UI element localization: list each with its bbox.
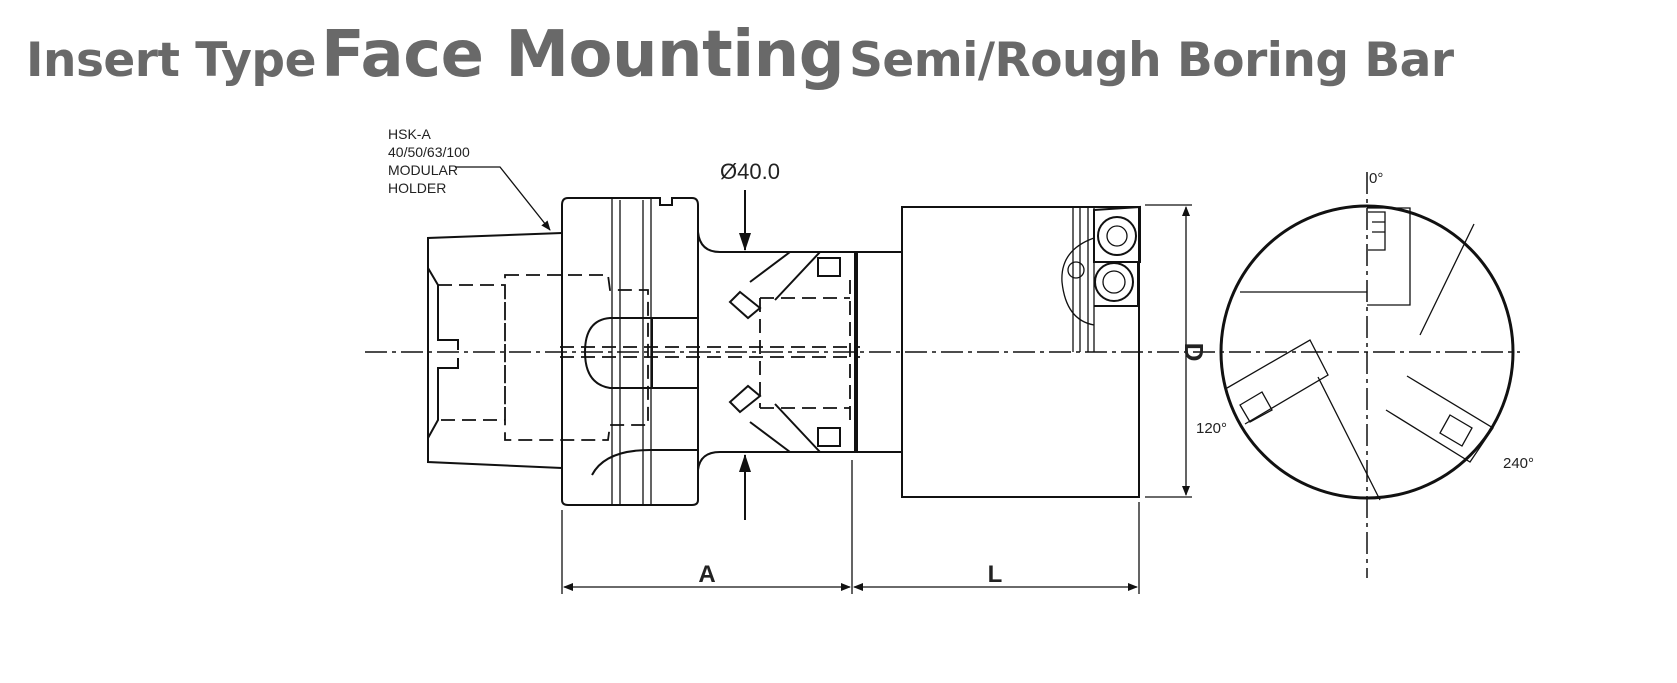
dim-d-label: D	[1179, 343, 1209, 362]
holder-note: HSK-A 40/50/63/100 MODULAR HOLDER	[388, 126, 551, 231]
dim-a-label: A	[698, 561, 715, 588]
length-dimensions: A L	[561, 460, 1140, 594]
hsk-shank	[427, 232, 649, 469]
neck	[560, 231, 860, 471]
note-line-1: HSK-A	[388, 126, 431, 142]
angle-240-label: 240°	[1503, 455, 1534, 472]
page-title: Insert Type Face Mounting Semi/Rough Bor…	[26, 18, 1454, 92]
note-line-2: 40/50/63/100	[388, 144, 470, 160]
title-part-3: Semi/Rough Boring Bar	[849, 33, 1454, 88]
angle-0-label: 0°	[1369, 170, 1383, 187]
title-part-1: Insert Type	[26, 33, 316, 88]
note-line-3: MODULAR	[388, 162, 458, 178]
title-part-2: Face Mounting	[321, 18, 844, 92]
leader-line	[455, 166, 551, 231]
angle-120-label: 120°	[1196, 420, 1227, 437]
dim-l-label: L	[988, 561, 1003, 588]
note-line-4: HOLDER	[388, 180, 446, 196]
flange	[561, 197, 699, 506]
dimension-d: D	[1145, 204, 1209, 498]
end-view: 0° 120° 240°	[1196, 170, 1534, 578]
cutter-head	[901, 205, 1141, 498]
diameter-callout: Ø40.0	[720, 159, 780, 520]
diameter-label: Ø40.0	[720, 159, 780, 184]
